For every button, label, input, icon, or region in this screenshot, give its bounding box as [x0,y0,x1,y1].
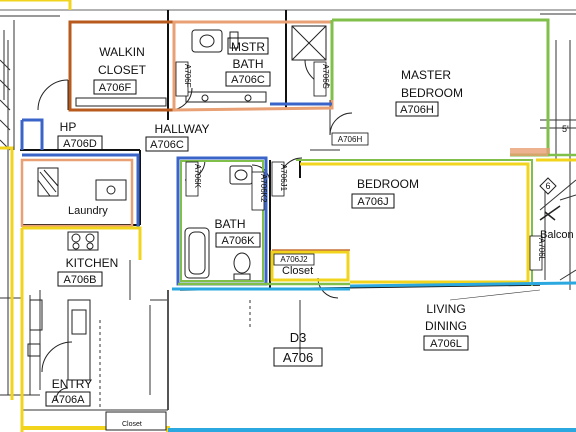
master-bedroom-label: MASTER BEDROOM A706H [395,68,463,117]
kitchen-outline [22,226,142,260]
walkin-closet-name-2: CLOSET [98,63,147,77]
master-bath-outline [172,20,334,112]
hp-name: HP [60,120,77,134]
kitchen-name: KITCHEN [66,256,119,270]
living-dining-label: LIVING DINING A706L [423,302,469,351]
grid-marker-label: 6 [545,181,550,191]
living-number: A706L [430,338,462,350]
bath-name: BATH [214,217,245,231]
small-closet-box [105,411,167,431]
cooktop-fixture [67,231,99,251]
walkin-closet-label: WALKIN CLOSET A706F [93,45,147,95]
master-bath-name-1: MSTR [231,40,265,54]
walkin-closet-number: A706F [99,82,132,94]
master-bath-label: MSTR BATH A706C [225,37,271,87]
hallway-number: A706C [150,139,184,151]
unit-name: D3 [290,330,307,345]
door-tag-bath2-second: A706K2 [259,174,268,203]
kitchen-number: A706B [63,274,96,286]
entry-name: ENTRY [52,377,92,391]
door-tag-bedroom: A706J1 [279,164,288,192]
balcony-annotation: Balcon [540,229,574,241]
master-bedroom-number: A706H [400,104,434,116]
door-tag-living: A706L [537,238,546,262]
unit-label: D3 A706 [273,330,323,367]
hp-number: A706D [63,138,97,150]
tub-fixture [184,227,210,279]
door-tag-bath: A706G [321,64,330,89]
living-name-1: LIVING [426,302,465,316]
door-tag-master: A706H [338,135,363,144]
laundry-outline [20,158,134,228]
entry-number: A706A [51,394,85,406]
door-tag-bath2: A706K [193,164,202,189]
shower-fixture [291,25,327,61]
entry-label: ENTRY A706A [45,377,92,407]
master-bedroom-name-2: BEDROOM [401,86,463,100]
small-closet-annotation: Closet [122,421,142,428]
bedroom-label: BEDROOM A706J [351,177,419,209]
toilet-fixture [233,252,251,274]
laundry-blue-edge [22,153,140,228]
bath-number: A706K [221,235,255,247]
fixtures [27,25,327,381]
walkin-closet-name-1: WALKIN [99,45,145,59]
vanity-fixture [191,29,223,53]
dimension-annotation: 5' [562,124,569,134]
master-bath-name-2: BATH [232,57,263,71]
background-linework [0,9,576,411]
master-bath-number: A706C [231,74,265,86]
bedroom-number: A706J [357,196,388,208]
door-tag-closet: A706J2 [280,255,308,264]
hp-label: HP A706D [57,120,103,151]
hallway-label: HALLWAY A706C [145,122,210,152]
bedroom-outline [300,162,530,284]
balcony-chair-icon [539,205,561,221]
closet-outline [270,250,350,282]
master-closet-mark [510,148,550,156]
left-yellow-boundary [0,146,14,400]
door-tag-walkin: A706F [183,64,192,88]
kitchen-label: KITCHEN A706B [57,256,119,287]
bedroom-name: BEDROOM [357,177,419,191]
door-tags: A706F A706G A706H A706K A706K2 A706J1 A7… [175,61,546,271]
unit-number: A706 [283,350,313,365]
hallway-name: HALLWAY [154,122,209,136]
living-name-2: DINING [425,319,467,333]
bath-label: BATH A706K [214,217,261,248]
hp-outline [22,118,44,150]
laundry-annotation: Laundry [68,205,108,217]
master-bedroom-name-1: MASTER [401,68,451,82]
closet-annotation: Closet [282,265,313,277]
grid-marker: 6 [539,177,557,195]
